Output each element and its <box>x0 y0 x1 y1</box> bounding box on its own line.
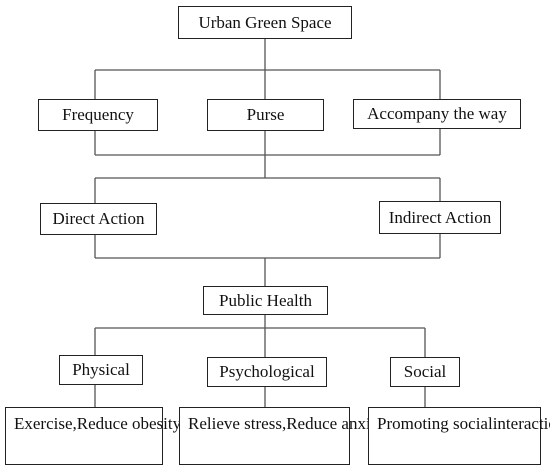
social-details-box: Promoting social interaction <box>368 407 550 465</box>
frequency-box: Frequency <box>38 99 158 131</box>
direct-action-box: Direct Action <box>40 203 157 235</box>
social-box: Social <box>390 357 460 387</box>
public-health-box: Public Health <box>203 286 328 315</box>
physical-detail-line-1: Exercise, <box>14 414 77 433</box>
psychological-details-box: Relieve stress, Reduce anxiety <box>179 407 391 465</box>
psychological-detail-line-1: Relieve stress, <box>188 414 287 433</box>
urban-green-space-box: Urban Green Space <box>178 6 352 39</box>
psychological-detail-line-2: Reduce anxiety <box>286 414 392 433</box>
psychological-box: Psychological <box>207 357 327 387</box>
social-detail-line-1: Promoting social <box>377 414 493 433</box>
social-detail-line-2: interaction <box>492 414 550 433</box>
physical-details-box: Exercise, Reduce obesity, ... <box>5 407 201 465</box>
physical-box: Physical <box>59 355 143 385</box>
indirect-action-box: Indirect Action <box>379 201 501 234</box>
accompany-the-way-box: Accompany the way <box>353 99 521 129</box>
physical-detail-line-2: Reduce obesity, ... <box>76 414 202 433</box>
purse-box: Purse <box>207 99 324 131</box>
